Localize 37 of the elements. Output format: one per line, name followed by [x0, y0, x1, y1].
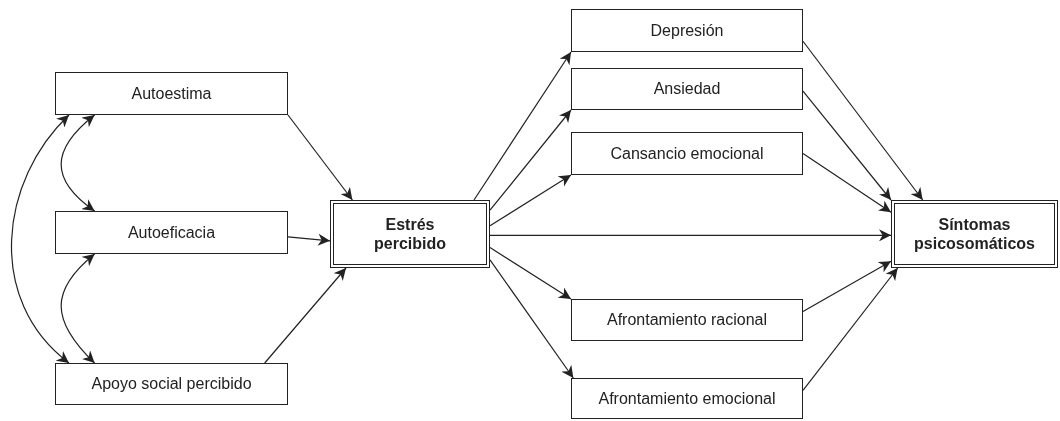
variable-box	[55, 211, 288, 254]
arrow	[287, 233, 331, 246]
variable-label: Ansiedad	[653, 79, 721, 99]
double-headed-arrow	[11, 114, 70, 364]
arrow	[489, 229, 892, 242]
arrow	[287, 114, 353, 201]
variable-box	[55, 72, 288, 115]
arrow	[802, 267, 899, 391]
variable-label: Síntomas psicosomáticos	[913, 214, 1036, 254]
double-headed-arrow	[60, 253, 96, 364]
variable-box	[571, 9, 803, 52]
double-headed-arrow	[60, 114, 96, 212]
arrow	[802, 40, 924, 201]
variable-box	[571, 68, 803, 110]
key-variable-box	[330, 200, 490, 268]
arrow	[802, 90, 892, 201]
variable-label: Autoestima	[131, 83, 212, 104]
variable-box	[55, 363, 288, 405]
arrow	[473, 51, 572, 201]
arrow	[489, 247, 572, 300]
arrow	[489, 174, 572, 227]
arrow	[264, 267, 347, 364]
arrow	[802, 152, 892, 213]
variable-label: Estrés percibido	[373, 214, 447, 254]
arrow	[489, 259, 574, 379]
variable-box	[571, 132, 803, 175]
variable-label: Apoyo social percibido	[91, 374, 252, 394]
variable-label: Afrontamiento emocional	[598, 388, 776, 409]
variable-box	[571, 378, 803, 419]
key-variable-box	[891, 200, 1058, 268]
arrow	[802, 260, 892, 313]
variable-label: Depresión	[650, 20, 724, 41]
variable-label: Afrontamiento racional	[606, 310, 768, 330]
variable-box	[571, 299, 803, 341]
arrow	[489, 109, 572, 211]
variable-label: Autoeficacia	[127, 222, 216, 243]
variable-label: Cansancio emocional	[610, 143, 764, 164]
